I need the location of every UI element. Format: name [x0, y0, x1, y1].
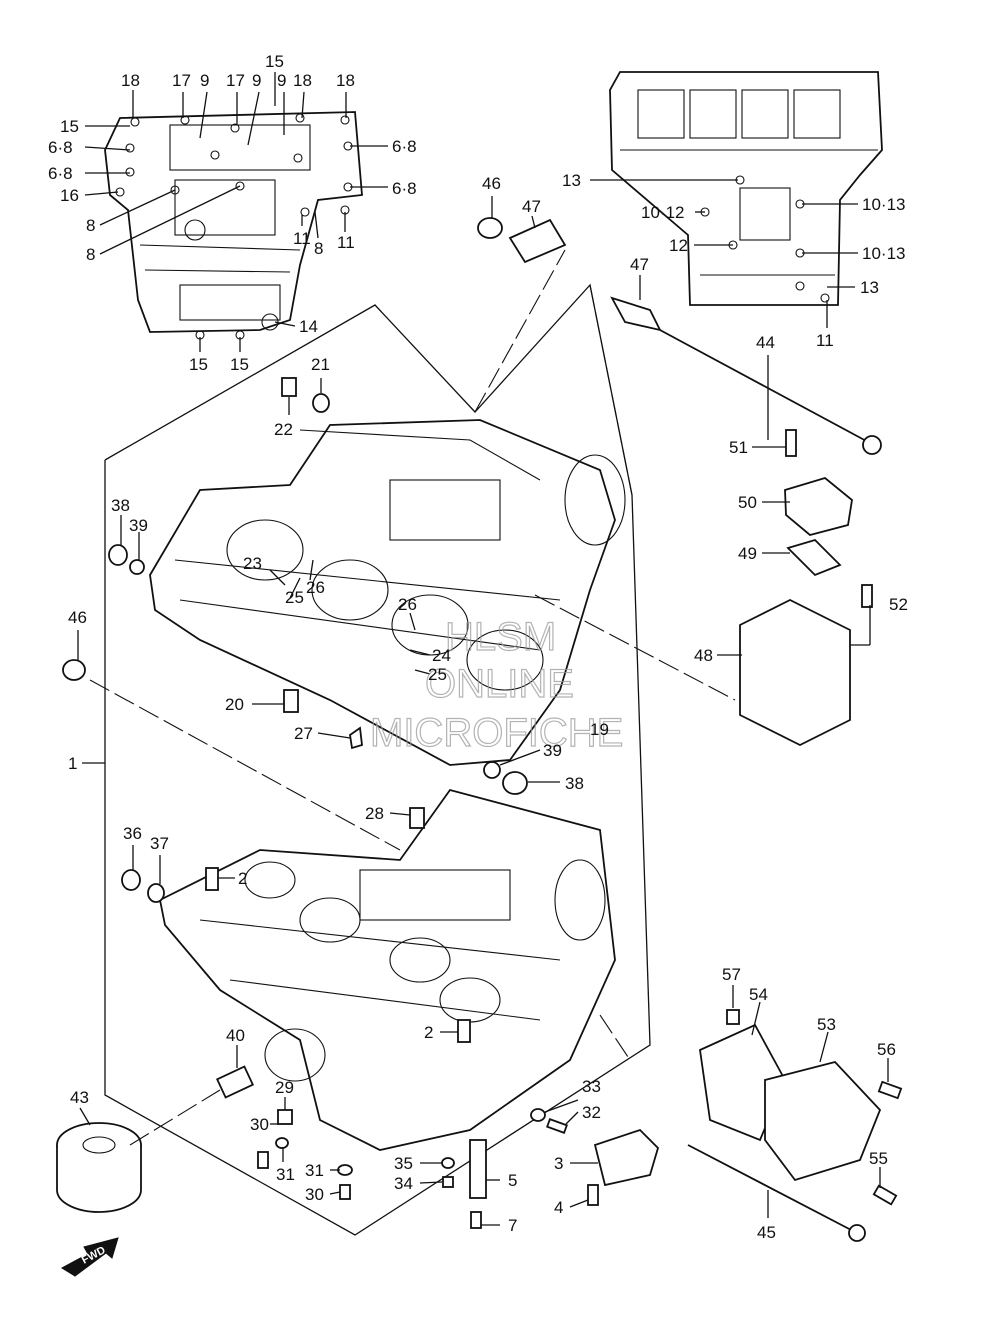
callout-43: 43: [70, 1088, 89, 1107]
callout-45: 45: [757, 1223, 776, 1242]
callout-30: 30: [250, 1115, 269, 1134]
callout-29: 29: [275, 1078, 294, 1097]
callout-9: 9: [200, 71, 209, 90]
callout-7: 7: [508, 1216, 517, 1235]
callout-22: 22: [274, 420, 293, 439]
callout-37: 37: [150, 834, 169, 853]
callout-11: 11: [293, 229, 311, 248]
callout-31: 31: [276, 1165, 295, 1184]
callout-14: 14: [299, 317, 318, 336]
callout-2: 2: [424, 1023, 433, 1042]
callout-24: 24: [432, 646, 451, 665]
callout-57: 57: [722, 965, 741, 984]
callout-25: 25: [285, 588, 304, 607]
callout-11: 11: [337, 233, 355, 252]
callout-10-13: 10·13: [862, 244, 905, 263]
callout-38: 38: [565, 774, 584, 793]
callout-32: 32: [582, 1103, 601, 1122]
callout-18: 18: [121, 71, 140, 90]
callout-33: 33: [582, 1077, 601, 1096]
callout-5: 5: [508, 1171, 517, 1190]
watermark-line-2: ONLINE: [425, 662, 574, 706]
callout-48: 48: [694, 646, 713, 665]
callout-26: 26: [306, 578, 325, 597]
callout-10-12: 10·12: [641, 203, 684, 222]
leader-lines: [77, 72, 889, 1226]
lower-crankcase: [158, 788, 616, 1151]
callout-44: 44: [756, 333, 775, 352]
callout-36: 36: [123, 824, 142, 843]
callout-11: 11: [816, 331, 834, 350]
callout-47: 47: [630, 255, 649, 274]
callout-17: 17: [172, 71, 191, 90]
callout-8: 8: [86, 216, 95, 235]
callout-15: 15: [60, 117, 79, 136]
callout-12: 12: [669, 236, 688, 255]
callout-54: 54: [749, 985, 768, 1004]
callout-21: 21: [311, 355, 330, 374]
callout-6-8: 6·8: [392, 179, 417, 198]
upper-crankcase: [149, 419, 626, 766]
callout-27: 27: [294, 724, 313, 743]
callout-30: 30: [305, 1185, 324, 1204]
callout-40: 40: [226, 1026, 245, 1045]
top-left-crankcase-view: [104, 111, 363, 340]
callout-8: 8: [86, 245, 95, 264]
callout-39: 39: [129, 516, 148, 535]
callout-4: 4: [554, 1198, 563, 1217]
callout-55: 55: [869, 1149, 888, 1168]
callout-15: 15: [189, 355, 208, 374]
callout-9: 9: [252, 71, 261, 90]
callout-49: 49: [738, 544, 757, 563]
callout-52: 52: [889, 595, 908, 614]
callout-13: 13: [562, 171, 581, 190]
callout-labels: 18 17 9 17 9 15 9 18 18 15 6·8 6·8 16 8 …: [48, 52, 908, 1242]
callout-9: 9: [277, 71, 286, 90]
callout-6-8: 6·8: [48, 138, 73, 157]
callout-10-13: 10·13: [862, 195, 905, 214]
callout-56: 56: [877, 1040, 896, 1059]
callout-18: 18: [336, 71, 355, 90]
callout-35: 35: [394, 1154, 413, 1173]
callout-3: 3: [554, 1154, 563, 1173]
callout-46: 46: [68, 608, 87, 627]
callout-13: 13: [860, 278, 879, 297]
guide-lines: [89, 249, 736, 1146]
watermark-line-1: HLSM: [445, 615, 556, 659]
callout-20: 20: [225, 695, 244, 714]
callout-28: 28: [365, 804, 384, 823]
callout-18: 18: [293, 71, 312, 90]
callout-19: 19: [590, 720, 609, 739]
callout-51: 51: [729, 438, 748, 457]
callout-25: 25: [428, 665, 447, 684]
small-parts: [56, 217, 903, 1242]
callout-15: 15: [230, 355, 249, 374]
callout-31: 31: [305, 1161, 324, 1180]
callout-50: 50: [738, 493, 757, 512]
callout-34: 34: [394, 1174, 413, 1193]
callout-8: 8: [314, 239, 323, 258]
callout-26: 26: [398, 595, 417, 614]
callout-39: 39: [543, 741, 562, 760]
callout-46: 46: [482, 174, 501, 193]
callout-6-8: 6·8: [392, 137, 417, 156]
callout-53: 53: [817, 1015, 836, 1034]
watermark-line-3: MICROFICHE: [370, 711, 623, 755]
callout-47: 47: [522, 197, 541, 216]
fwd-arrow-badge: FWD: [60, 1237, 119, 1277]
callout-23: 23: [243, 554, 262, 573]
callout-2: 2: [238, 869, 247, 888]
callout-6-8: 6·8: [48, 164, 73, 183]
callout-16: 16: [60, 186, 79, 205]
callout-17: 17: [226, 71, 245, 90]
callout-1: 1: [68, 754, 77, 773]
callout-38: 38: [111, 496, 130, 515]
top-right-crankcase-view: [609, 71, 883, 306]
callout-15: 15: [265, 52, 284, 71]
